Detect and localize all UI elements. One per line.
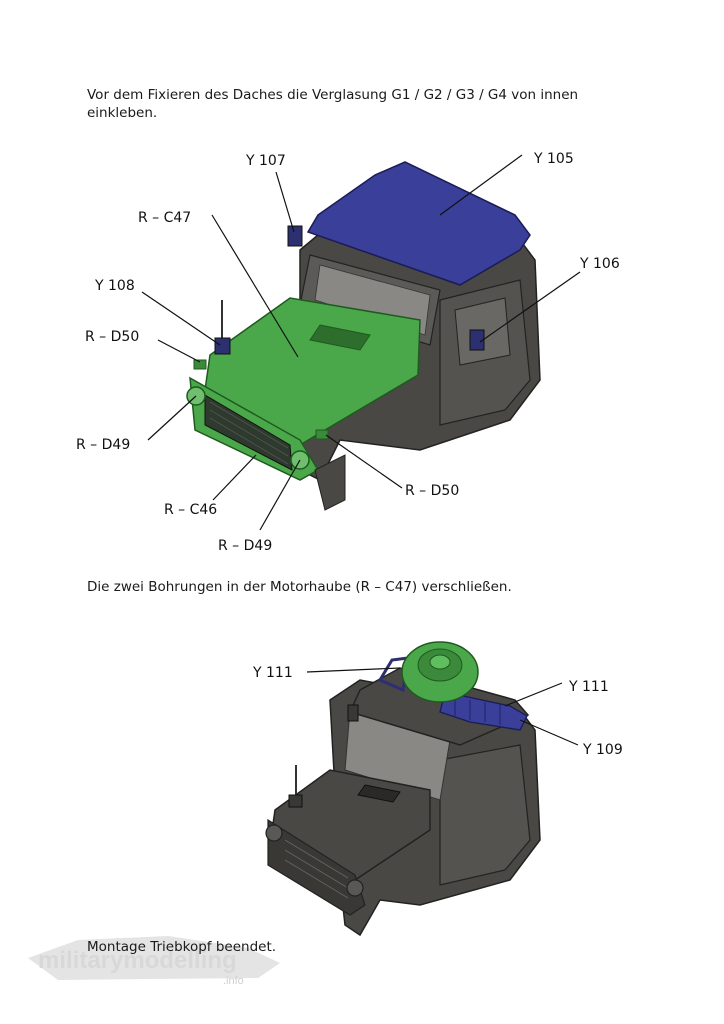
watermark-brand: militarymodelling: [38, 947, 237, 974]
roof-y105: [306, 161, 531, 286]
mirror-y107: [287, 225, 303, 247]
watermark-logo: militarymodelling .info: [28, 936, 280, 987]
label-y106: Y 106: [579, 256, 620, 272]
cab-illustration-2: [265, 641, 541, 937]
instruction-assembly-finished: Montage Triebkopf beendet.: [87, 939, 277, 955]
label-y107: Y 107: [245, 153, 286, 169]
label-rd50-left: R – D50: [85, 329, 139, 345]
roof-rack-y109: [439, 691, 528, 731]
label-rd49-left: R – D49: [76, 437, 130, 453]
label-rd49-right: R – D49: [218, 538, 272, 554]
indicator-right-rd50: [315, 429, 329, 440]
label-y108: Y 108: [94, 278, 135, 294]
leader-lines-fig2: [306, 667, 579, 746]
label-rc47: R – C47: [138, 210, 191, 226]
antenna-mount-y108: [214, 337, 231, 355]
label-rd50-right: R – D50: [405, 483, 459, 499]
label-y109: Y 109: [582, 742, 623, 758]
cab-illustration-1: [186, 161, 541, 511]
instruction-hood-holes: Die zwei Bohrungen in der Motorhaube (R …: [87, 579, 512, 595]
indicator-left-rd50: [193, 359, 207, 370]
label-y111-rack: Y 111: [568, 679, 609, 695]
label-rc46: R – C46: [164, 502, 217, 518]
label-y111-wheel: Y 111: [252, 665, 293, 681]
leader-lines-fig1: [141, 154, 581, 531]
label-y105: Y 105: [533, 151, 574, 167]
mirror-y106: [469, 329, 485, 351]
instruction-glazing: Vor dem Fixieren des Daches die Verglasu…: [87, 87, 579, 121]
watermark-suffix: .info: [223, 975, 244, 987]
